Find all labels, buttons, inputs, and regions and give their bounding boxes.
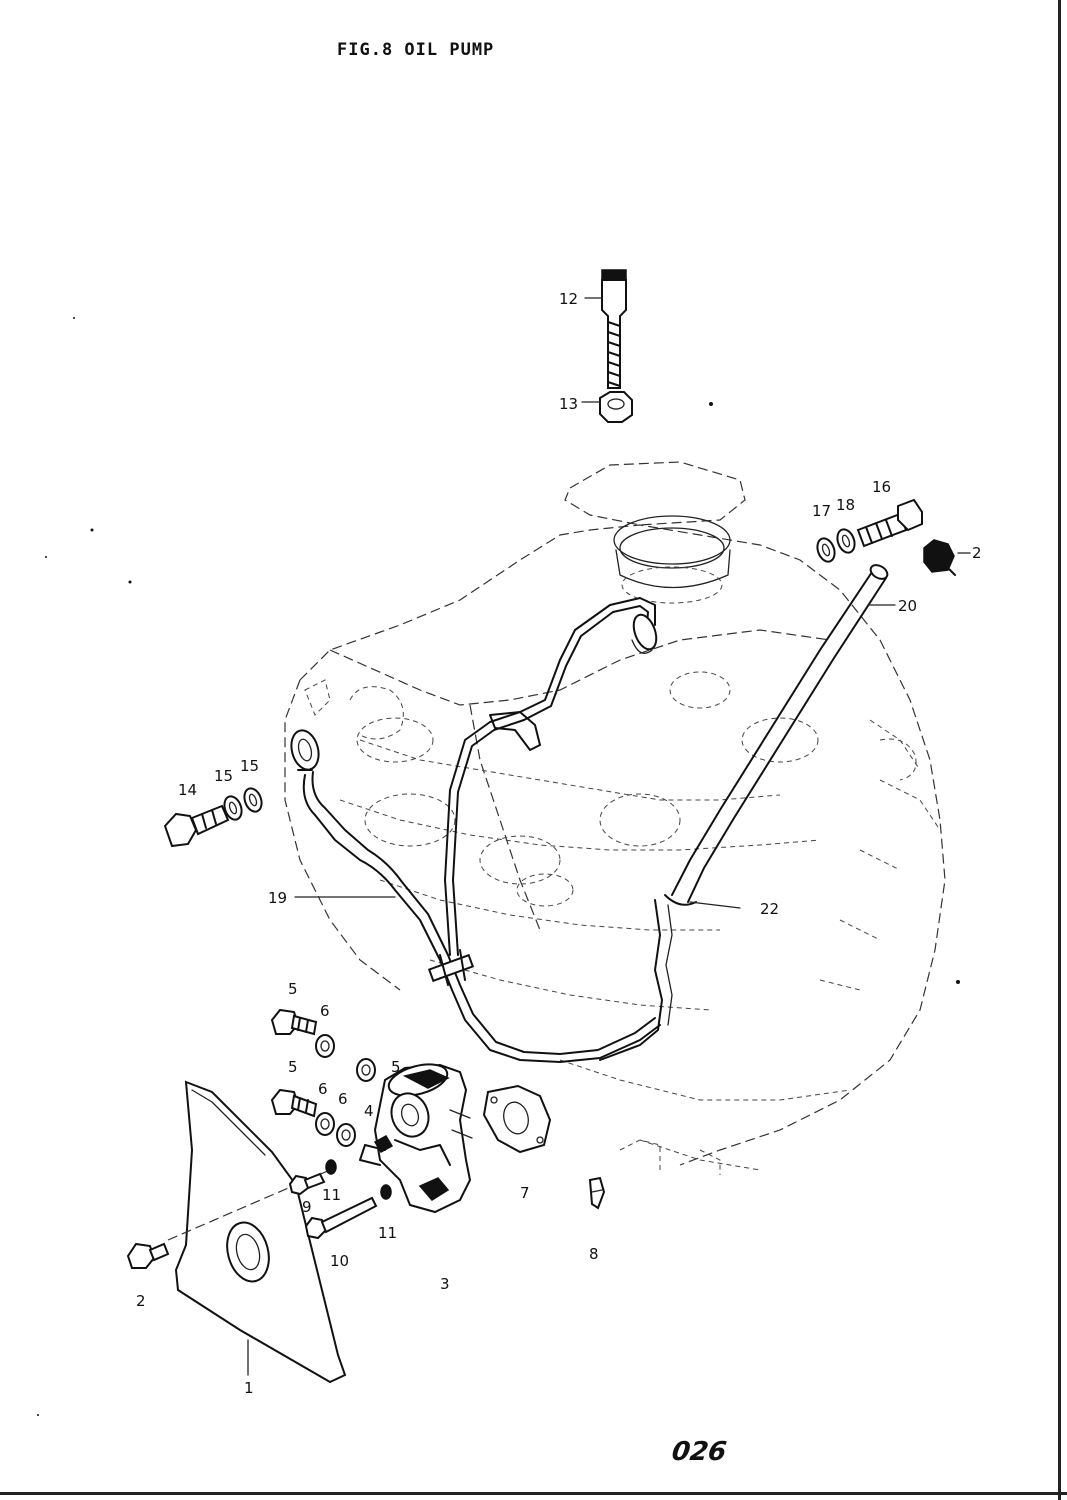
- callout-2-top: 2: [972, 544, 982, 562]
- callout-14: 14: [178, 781, 197, 799]
- page-number: 026: [669, 1437, 729, 1467]
- part-18-washer: [836, 528, 856, 554]
- part-6-washer-lower-a: [315, 1112, 335, 1136]
- part-5-bolt-lower: [270, 1088, 318, 1118]
- part-21-grommet: [923, 539, 956, 576]
- callout-4: 4: [364, 1102, 374, 1120]
- frame-edge-bottom: [0, 1492, 1067, 1495]
- part-19-oil-pipe: [290, 729, 661, 1063]
- callout-5-c: 5: [391, 1058, 401, 1076]
- callout-2-bottom: 2: [136, 1292, 146, 1310]
- callout-5-a: 5: [288, 980, 298, 998]
- part-11-washer-a: [325, 1159, 337, 1175]
- part-5-bolt-upper: [270, 1008, 318, 1036]
- part-17-washer: [816, 537, 836, 563]
- callout-20: 20: [898, 597, 917, 615]
- part-6-washer-upper: [315, 1034, 335, 1058]
- part-12-relief-bolt: [601, 269, 627, 389]
- callout-11-b: 11: [378, 1224, 397, 1242]
- callout-19: 19: [268, 889, 287, 907]
- leader-lines: [247, 297, 971, 1376]
- part-7-gasket: [482, 1084, 552, 1154]
- callout-22: 22: [760, 900, 779, 918]
- part-9-bolt: [288, 1172, 326, 1196]
- callout-6-b: 6: [318, 1080, 328, 1098]
- part-4-pin: [373, 1134, 394, 1154]
- scan-specks: [37, 317, 960, 1416]
- callout-3: 3: [440, 1275, 450, 1293]
- callout-16: 16: [872, 478, 891, 496]
- callout-6-a: 6: [320, 1002, 330, 1020]
- frame-edge-right: [1058, 0, 1061, 1500]
- figure-title: FIG.8 OIL PUMP: [337, 40, 495, 60]
- part-2-bolt: [126, 1242, 170, 1269]
- callout-labels: 12 13 16 17 18 2 20 14 15 15 19 22 5 6 5…: [136, 290, 982, 1397]
- upper-oil-pipe: [444, 597, 658, 956]
- part-20-dipstick-tube: [599, 564, 889, 1061]
- callout-17: 17: [812, 502, 831, 520]
- part-11-washer-b: [380, 1184, 392, 1200]
- callout-9: 9: [302, 1198, 312, 1216]
- callout-18: 18: [836, 496, 855, 514]
- part-10-long-bolt: [304, 1196, 378, 1240]
- part-13-nut: [599, 391, 633, 423]
- callout-8: 8: [589, 1245, 599, 1263]
- part-1-cover-plate: [167, 1080, 347, 1384]
- callout-13: 13: [559, 395, 578, 413]
- callout-15-a: 15: [214, 767, 233, 785]
- part-8-plug: [588, 1176, 606, 1210]
- part-15-washer-a: [223, 795, 243, 821]
- part-15-washer-b: [243, 787, 263, 813]
- callout-11-a: 11: [322, 1186, 341, 1204]
- callout-15-b: 15: [240, 757, 259, 775]
- part-16-union-bolt: [856, 498, 923, 548]
- crankcase-outline: [284, 461, 946, 1175]
- part-3-oil-pump-body: [359, 1063, 473, 1214]
- callout-12: 12: [559, 290, 578, 308]
- callout-1: 1: [244, 1379, 254, 1397]
- callout-7: 7: [520, 1184, 530, 1202]
- callout-10: 10: [330, 1252, 349, 1270]
- part-6-washer-lower-b: [336, 1123, 356, 1147]
- callout-6-c: 6: [338, 1090, 348, 1108]
- part-5-washer-mid: [356, 1058, 376, 1082]
- callout-5-b: 5: [288, 1058, 298, 1076]
- part-14-union-bolt: [163, 804, 230, 848]
